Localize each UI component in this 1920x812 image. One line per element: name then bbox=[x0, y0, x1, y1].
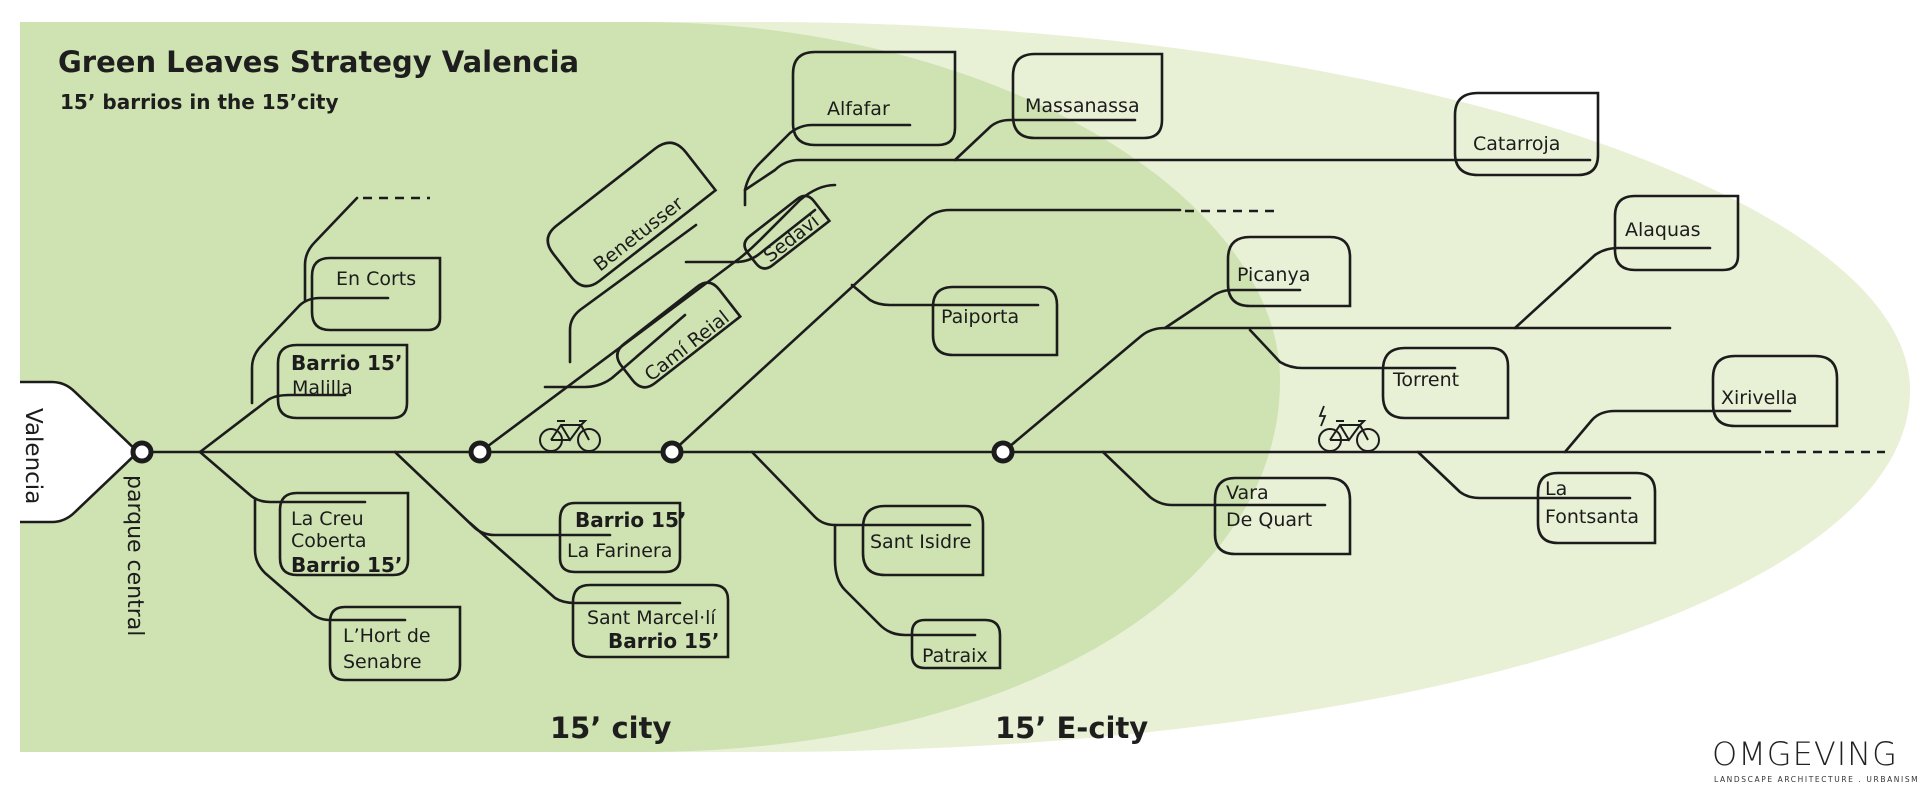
branch-catarroja bbox=[743, 158, 1592, 192]
branch-benetusser bbox=[568, 223, 698, 364]
label-hort-1: L’Hort de bbox=[343, 625, 431, 647]
branch-cami-reial bbox=[543, 313, 687, 389]
label-paiporta: Paiporta bbox=[941, 306, 1019, 328]
branch-en-corts-upper bbox=[303, 196, 359, 302]
label-en-corts: En Corts bbox=[336, 268, 416, 290]
branch-vara-de-quart bbox=[1101, 450, 1327, 507]
box-malilla bbox=[276, 343, 409, 420]
label-marcelli: Sant Marcel·lí bbox=[587, 607, 716, 629]
branch-alaquas bbox=[1513, 246, 1712, 330]
box-la-fontsanta bbox=[1536, 471, 1657, 545]
page-title: Green Leaves Strategy Valencia bbox=[58, 45, 579, 79]
box-alfafar bbox=[791, 50, 957, 147]
bicycle-icon bbox=[539, 420, 601, 452]
valencia-origin: Valencia parque central bbox=[20, 380, 147, 636]
label-vara-1: Vara bbox=[1226, 482, 1269, 504]
zone-label-15-e-city: 15’ E-city bbox=[995, 711, 1148, 745]
branch-alfafar bbox=[743, 123, 912, 207]
branch-massanassa bbox=[953, 118, 1137, 162]
station-node-icon bbox=[130, 440, 154, 464]
station-nodes bbox=[130, 440, 1015, 464]
label-farinera-badge: Barrio 15’ bbox=[575, 508, 686, 532]
branch-patraix bbox=[833, 523, 977, 637]
station-node-icon bbox=[660, 440, 684, 464]
label-malilla-badge: Barrio 15’ bbox=[291, 351, 402, 375]
omgeving-logo: OMGEVING LANDSCAPE ARCHITECTURE . URBANI… bbox=[1712, 735, 1919, 784]
station-node-icon bbox=[991, 440, 1015, 464]
logo-tagline: LANDSCAPE ARCHITECTURE . URBANISM bbox=[1714, 775, 1919, 784]
branch-marcelli bbox=[468, 521, 682, 605]
label-farinera: La Farinera bbox=[567, 540, 672, 562]
label-fontsanta-2: Fontsanta bbox=[1545, 506, 1639, 528]
box-benetusser bbox=[546, 141, 718, 288]
branch-picanya bbox=[1163, 288, 1302, 330]
label-la-creu-badge: Barrio 15’ bbox=[291, 553, 402, 577]
box-hort bbox=[328, 605, 462, 682]
station-node-icon bbox=[468, 440, 492, 464]
label-xirivella: Xirivella bbox=[1721, 387, 1798, 409]
box-alaquas bbox=[1613, 194, 1740, 272]
label-alfafar: Alfafar bbox=[827, 98, 890, 120]
box-en-corts bbox=[310, 256, 442, 332]
label-massanassa: Massanassa bbox=[1025, 95, 1140, 117]
box-torrent bbox=[1381, 346, 1510, 420]
box-massanassa bbox=[1011, 52, 1164, 140]
label-patraix: Patraix bbox=[922, 645, 988, 667]
label-picanya: Picanya bbox=[1237, 264, 1310, 286]
label-marcelli-badge: Barrio 15’ bbox=[608, 629, 719, 653]
branch-xirivella bbox=[1563, 409, 1792, 454]
label-hort-2: Senabre bbox=[343, 651, 422, 673]
label-fontsanta-1: La bbox=[1545, 478, 1567, 500]
label-catarroja: Catarroja bbox=[1473, 133, 1560, 155]
branch-en-corts bbox=[250, 296, 390, 405]
box-marcelli bbox=[571, 583, 730, 659]
label-alaquas: Alaquas bbox=[1625, 219, 1701, 241]
branch-la-creu bbox=[198, 450, 367, 504]
logo-wordmark: OMGEVING bbox=[1712, 735, 1898, 773]
label-torrent: Torrent bbox=[1392, 369, 1459, 391]
box-cami-reial bbox=[616, 281, 743, 389]
box-sant-isidre bbox=[861, 504, 985, 577]
label-la-creu-2: Coberta bbox=[291, 530, 367, 552]
branch-node-2-diagonal bbox=[478, 183, 837, 454]
box-farinera bbox=[558, 501, 682, 574]
box-xirivella bbox=[1711, 354, 1839, 428]
page-subtitle: 15’ barrios in the 15’city bbox=[60, 90, 339, 114]
branch-paiporta bbox=[850, 283, 1040, 307]
label-sant-isidre: Sant Isidre bbox=[870, 531, 971, 553]
box-catarroja bbox=[1453, 91, 1600, 177]
branch-node-3-diagonal bbox=[670, 208, 1182, 454]
parque-central-label: parque central bbox=[122, 475, 147, 636]
zone-label-15-city: 15’ city bbox=[550, 711, 671, 745]
box-patraix bbox=[910, 618, 1002, 670]
label-malilla: Malilla bbox=[292, 377, 353, 399]
electric-bicycle-icon bbox=[1318, 405, 1380, 452]
label-vara-2: De Quart bbox=[1226, 509, 1312, 531]
box-vara-de-quart bbox=[1213, 476, 1352, 556]
label-la-creu-1: La Creu bbox=[291, 508, 364, 530]
branch-hort bbox=[253, 498, 407, 622]
box-paiporta bbox=[931, 285, 1059, 357]
box-la-creu bbox=[278, 491, 410, 577]
box-sedavi bbox=[743, 194, 832, 270]
branch-sedavi bbox=[684, 208, 817, 264]
branch-la-fontsanta bbox=[1416, 450, 1632, 500]
neighborhood-boxes bbox=[276, 50, 1839, 682]
branch-torrent bbox=[1248, 328, 1457, 370]
valencia-label: Valencia bbox=[20, 408, 46, 504]
box-picanya bbox=[1226, 235, 1352, 308]
